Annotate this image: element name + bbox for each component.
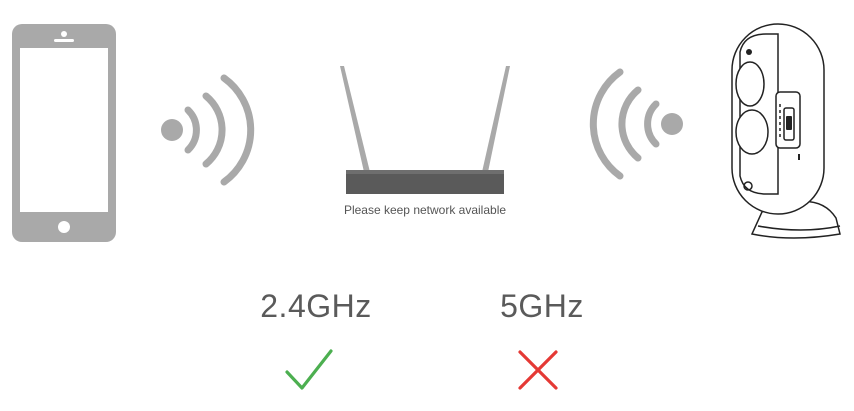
router-icon <box>340 66 510 194</box>
wifi-signal-left-icon <box>161 74 255 186</box>
band-label-2-4ghz: 2.4GHz <box>260 288 372 324</box>
wifi-signal-right-icon <box>589 68 683 180</box>
smartphone-icon <box>12 24 116 242</box>
router-caption: Please keep network available <box>343 203 507 217</box>
security-camera-icon <box>731 23 841 239</box>
band-label-5ghz: 5GHz <box>500 288 584 324</box>
cross-icon <box>518 350 558 390</box>
checkmark-icon <box>285 349 333 390</box>
